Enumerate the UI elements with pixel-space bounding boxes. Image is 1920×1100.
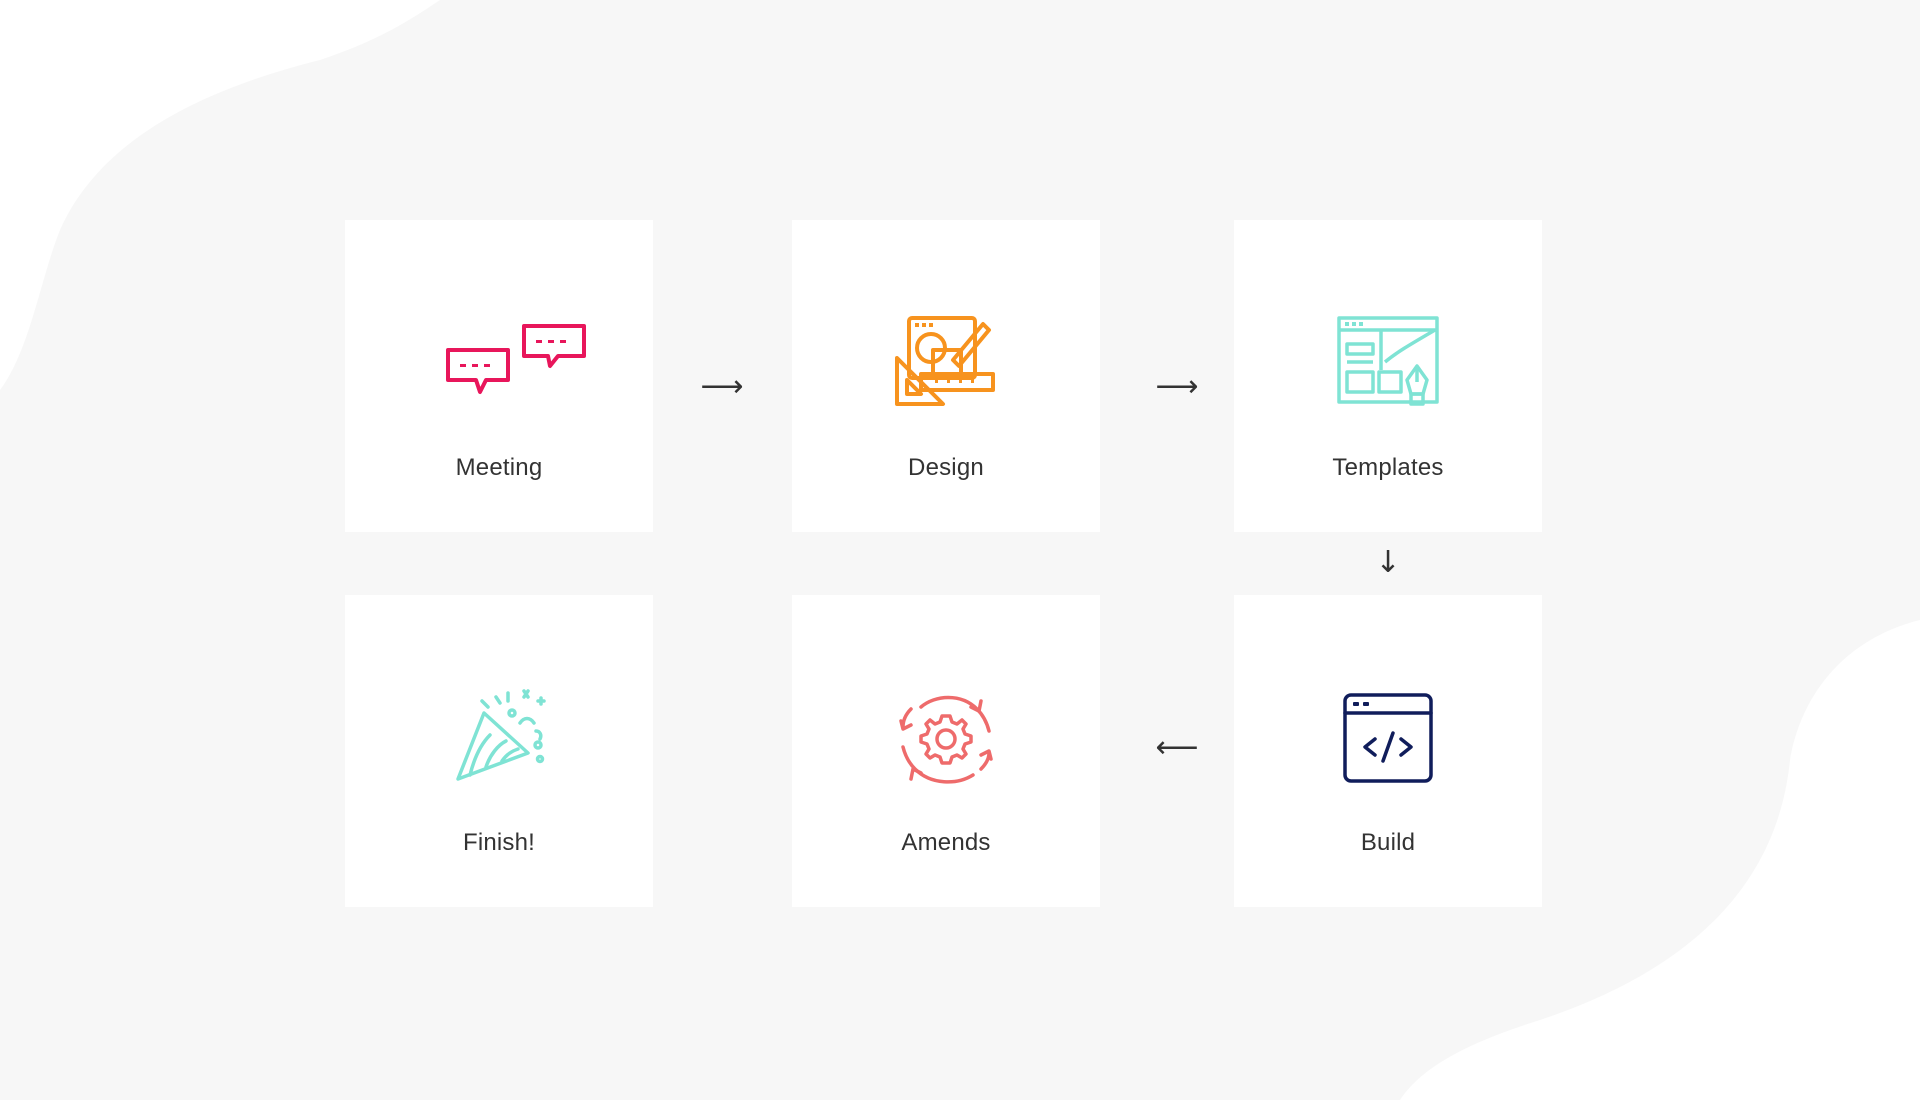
step-card-build: Build <box>1234 595 1542 907</box>
design-tools-icon <box>891 308 1001 418</box>
arrow-right-design-to-templates: ⟶ <box>1155 369 1199 404</box>
step-label-amends: Amends <box>901 829 991 856</box>
step-label-finish: Finish! <box>462 829 536 856</box>
arrow-right-meeting-to-design: ⟶ <box>700 369 744 404</box>
step-card-amends: Amends <box>792 595 1100 907</box>
party-popper-icon <box>444 683 554 793</box>
arrow-down-templates-to-build: ↓ <box>1375 545 1401 580</box>
chat-bubbles-icon <box>444 308 586 418</box>
code-window-icon <box>1333 683 1443 793</box>
step-card-finish: Finish! <box>345 595 653 907</box>
step-label-build: Build <box>1360 829 1416 856</box>
arrow-left-build-to-amends: ⟵ <box>1155 730 1199 765</box>
step-card-meeting: Meeting <box>345 220 653 532</box>
step-label-meeting: Meeting <box>455 454 543 481</box>
step-card-templates: Templates <box>1234 220 1542 532</box>
gear-cycle-icon <box>891 683 1001 793</box>
step-card-design: Design <box>792 220 1100 532</box>
step-label-templates: Templates <box>1332 454 1444 481</box>
step-label-design: Design <box>908 454 984 481</box>
wireframe-pen-icon <box>1333 308 1443 418</box>
